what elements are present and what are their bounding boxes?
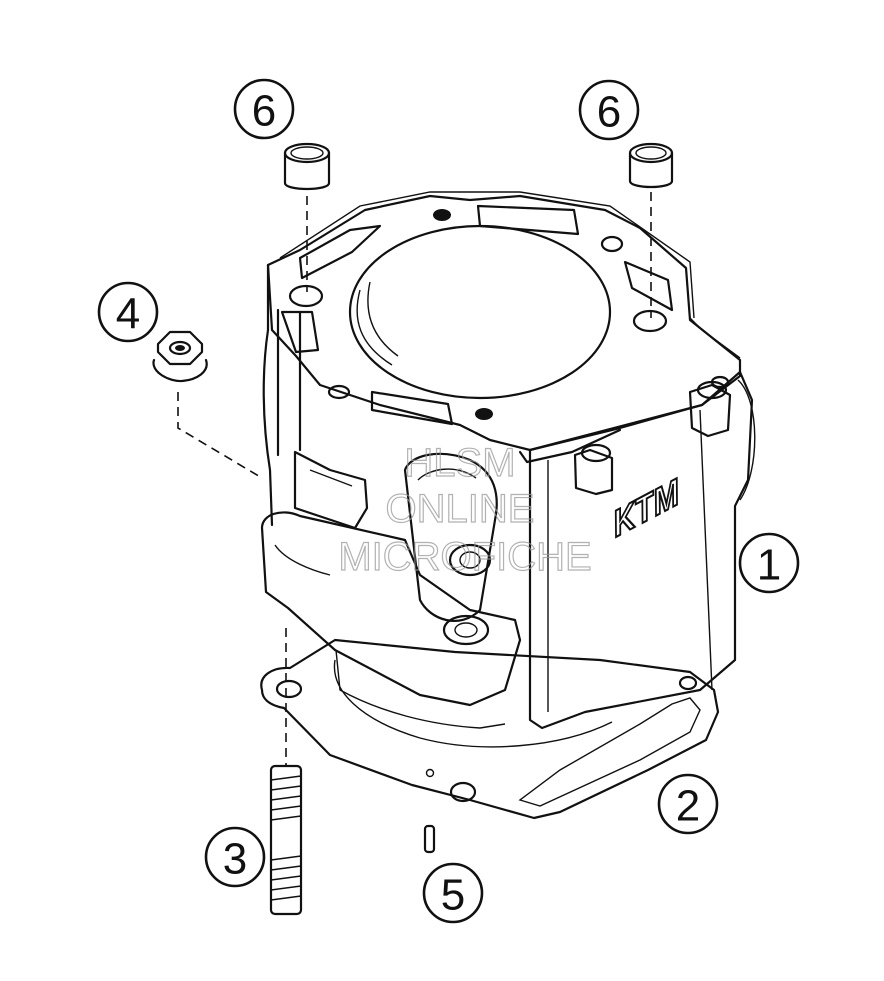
- callout-2-label: 2: [676, 782, 700, 831]
- flange-nut: [152, 330, 208, 383]
- callout-4: 4: [97, 281, 159, 343]
- callout-4-label: 4: [116, 290, 140, 339]
- callout-1: 1: [738, 532, 800, 594]
- callout-3: 3: [204, 826, 266, 888]
- callout-2: 2: [657, 773, 719, 835]
- assembly-lines: [177, 192, 652, 766]
- base-gasket: [260, 638, 720, 820]
- callout-5-label: 5: [441, 871, 465, 920]
- watermark: HLSM ONLINE MICROFICHE: [338, 440, 593, 579]
- stud-bolt: [269, 764, 303, 916]
- locating-pin: [423, 824, 436, 854]
- dowel-sleeve-right: [628, 142, 674, 189]
- callout-6-left: 6: [233, 78, 295, 140]
- callout-6-right: 6: [578, 79, 640, 141]
- callout-1-label: 1: [757, 541, 781, 590]
- watermark-line-2: ONLINE: [386, 487, 535, 531]
- dowel-sleeve-left: [283, 142, 331, 191]
- callout-6-left-label: 6: [252, 87, 276, 136]
- callout-5: 5: [422, 862, 484, 924]
- cylinder-top-deck: [266, 191, 742, 464]
- brand-mark-text: KTM: [610, 471, 683, 545]
- callout-3-label: 3: [223, 835, 247, 884]
- watermark-line-3: MICROFICHE: [338, 535, 591, 579]
- callout-6-right-label: 6: [597, 88, 621, 137]
- watermark-line-1: HLSM: [404, 441, 515, 485]
